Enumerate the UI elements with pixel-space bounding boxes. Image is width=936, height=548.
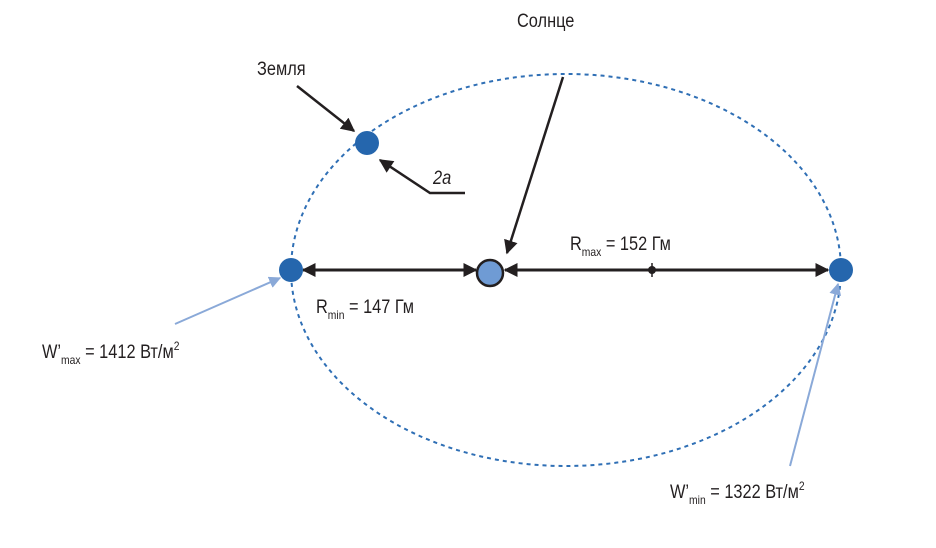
w-min-symbol: W’ (670, 482, 690, 503)
r-max-subscript: max (581, 245, 602, 259)
w-max-label: W’max = 1412 Вт/м2 (42, 340, 179, 366)
sun-marker (475, 258, 505, 288)
aphelion-earth (829, 258, 853, 282)
w-max-symbol: W’ (42, 342, 62, 363)
r-min-subscript: min (327, 308, 345, 322)
w-max-subscript: max (61, 353, 81, 367)
earth-label: Земля (257, 59, 306, 80)
r-max-label: Rmax = 152 Гм (570, 234, 671, 258)
w-min-pointer (789, 282, 842, 467)
w-max-superscript: 2 (173, 339, 180, 353)
r-max-value: = 152 Гм (605, 234, 671, 255)
r-max-symbol: R (570, 234, 582, 255)
w-max-value: = 1412 Вт/м (85, 342, 174, 363)
perihelion-earth (279, 258, 303, 282)
r-min-value: = 147 Гм (348, 297, 415, 318)
w-min-subscript: min (689, 493, 706, 507)
w-min-label: W’min = 1322 Вт/м2 (670, 480, 805, 506)
w-min-value: = 1322 Вт/м (710, 482, 799, 503)
r-min-label: Rmin = 147 Гм (316, 297, 415, 321)
r-min-symbol: R (316, 297, 328, 318)
two-a-label: 2a (433, 168, 452, 189)
earth-pointer (296, 85, 356, 132)
two-a-leader (378, 158, 465, 195)
earth-marker (355, 131, 379, 155)
w-min-superscript: 2 (798, 479, 805, 493)
ellipse-center-mark (648, 263, 656, 277)
w-max-pointer (174, 276, 282, 325)
sun-label: Солнце (517, 11, 575, 32)
sun-pointer (504, 76, 565, 255)
